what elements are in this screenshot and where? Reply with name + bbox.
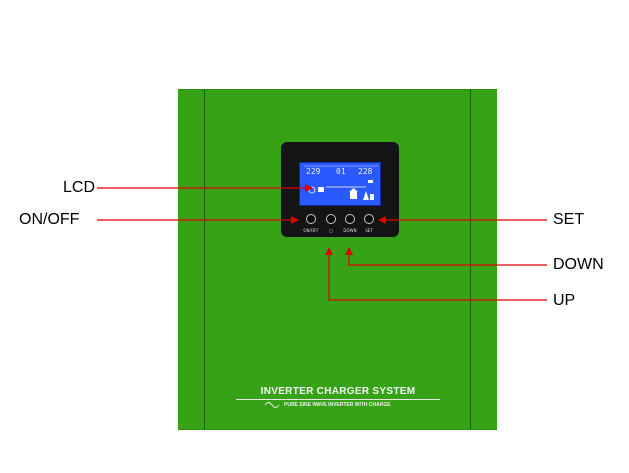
lcd-grid-icon [318, 187, 324, 192]
lcd-callout-label: LCD [63, 179, 96, 196]
up-button[interactable] [326, 214, 336, 224]
sine-wave-icon [264, 402, 280, 408]
up-button-label: ◯ [328, 228, 334, 233]
lcd-reading-middle: 01 [336, 167, 346, 176]
brand-subtitle: PURE SINE WAVE INVERTER WITH CHARGE [284, 402, 391, 408]
brand-title: INVERTER CHARGER SYSTEM [260, 386, 416, 397]
brand-divider [236, 399, 440, 400]
lcd-reading-right: 228 [358, 167, 373, 176]
down-callout-label: DOWN [553, 256, 604, 273]
lcd-reading-left: 229 [306, 167, 321, 176]
down-button[interactable] [345, 214, 355, 224]
up-callout-label: UP [553, 292, 576, 309]
down-arrow [345, 247, 547, 266]
up-arrow [325, 247, 547, 301]
inverter-housing: 229 01 228 ON/OFF ◯ DOWN SET INVERTER CH… [178, 89, 497, 430]
right-side-rail [470, 90, 471, 429]
lcd-load-icon [363, 191, 369, 200]
on-off-button-label: ON/OFF [303, 228, 319, 233]
set-button-label: SET [365, 228, 373, 233]
lcd-house-icon [350, 192, 357, 199]
on-off-callout-label: ON/OFF [19, 211, 80, 228]
down-button-label: DOWN [343, 228, 357, 233]
on-off-button[interactable] [306, 214, 316, 224]
set-button[interactable] [364, 214, 374, 224]
lcd-battery-icon [368, 180, 373, 183]
set-callout-label: SET [553, 211, 585, 228]
control-panel: 229 01 228 ON/OFF ◯ DOWN SET [281, 142, 399, 237]
left-side-rail [204, 90, 205, 429]
